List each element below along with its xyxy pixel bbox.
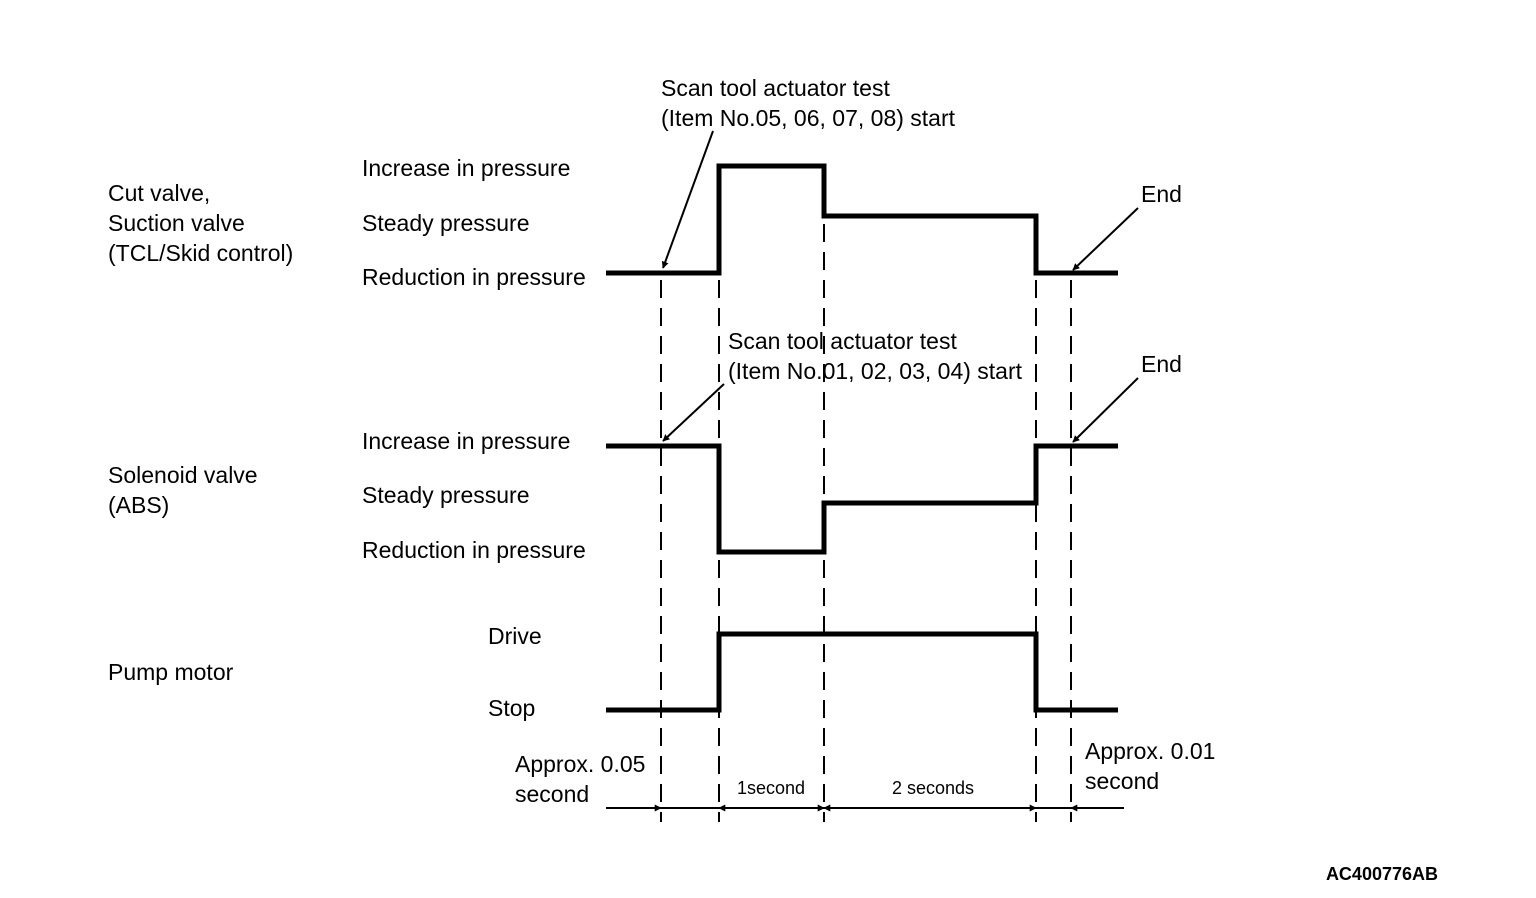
- end-mid-pointer-arrow: [1072, 377, 1139, 443]
- pump-level-drive: Drive: [488, 623, 542, 649]
- solenoid-level-increase: Increase in pressure: [362, 428, 570, 454]
- solenoid-valve-waveform: [606, 443, 1118, 555]
- figure-code: AC400776AB: [1326, 864, 1438, 884]
- one-second-label: 1second: [737, 778, 805, 798]
- approx-start-label-line1: Approx. 0.05: [515, 751, 645, 777]
- pump-motor-label: Pump motor: [108, 659, 234, 685]
- solenoid-valve-label-line1: Solenoid valve: [108, 462, 258, 488]
- pump-motor-waveform: [606, 631, 1118, 713]
- end-top-annotation: End: [1141, 181, 1182, 207]
- solenoid-level-steady: Steady pressure: [362, 482, 529, 508]
- approx-end-label-line2: second: [1085, 768, 1159, 794]
- approx-end-label-line1: Approx. 0.01: [1085, 738, 1215, 764]
- cut-valve-waveform: [606, 163, 1118, 276]
- timing-guides: [660, 224, 1072, 822]
- cut-valve-label-line2: Suction valve: [108, 210, 245, 236]
- pump-level-stop: Stop: [488, 695, 535, 721]
- end-top-pointer-arrow: [1072, 207, 1139, 271]
- cut-valve-level-increase: Increase in pressure: [362, 155, 570, 181]
- start-mid-annotation-line1: Scan tool actuator test: [728, 328, 957, 354]
- start-top-pointer-arrow: [661, 130, 714, 269]
- cut-valve-label-line1: Cut valve,: [108, 180, 210, 206]
- start-mid-pointer-arrow: [662, 383, 725, 442]
- two-seconds-label: 2 seconds: [892, 778, 974, 798]
- end-mid-annotation: End: [1141, 351, 1182, 377]
- cut-valve-level-reduction: Reduction in pressure: [362, 264, 586, 290]
- cut-valve-level-steady: Steady pressure: [362, 210, 529, 236]
- start-top-annotation-line2: (Item No.05, 06, 07, 08) start: [661, 105, 956, 131]
- start-top-annotation-line1: Scan tool actuator test: [661, 75, 890, 101]
- cut-valve-label-line3: (TCL/Skid control): [108, 240, 293, 266]
- start-mid-annotation-line2: (Item No.01, 02, 03, 04) start: [728, 358, 1023, 384]
- solenoid-level-reduction: Reduction in pressure: [362, 537, 586, 563]
- solenoid-valve-label-line2: (ABS): [108, 492, 169, 518]
- approx-start-label-line2: second: [515, 781, 589, 807]
